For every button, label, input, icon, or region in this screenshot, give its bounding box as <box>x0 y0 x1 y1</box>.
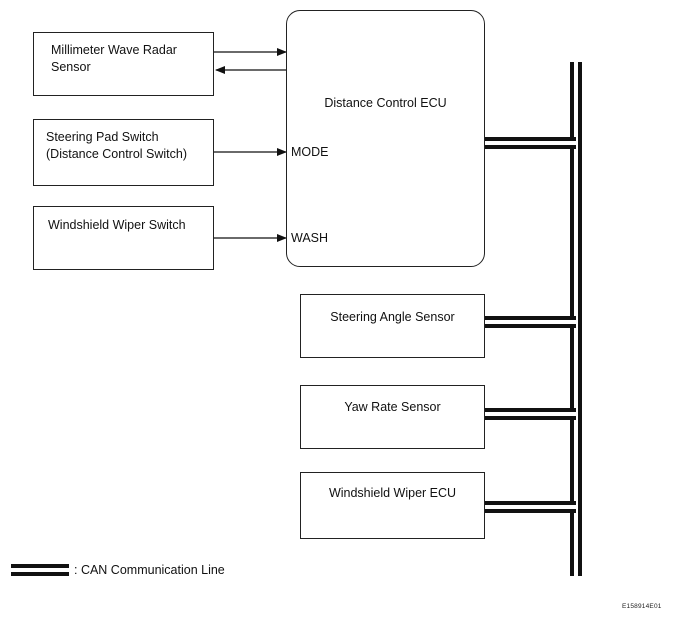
windshield-wiper-switch-box <box>33 206 214 270</box>
ecu-port-mode: MODE <box>291 145 329 159</box>
can-bus <box>484 62 582 576</box>
millimeter-wave-radar-sensor-box <box>33 32 214 96</box>
windshield-wiper-ecu-box <box>300 472 485 539</box>
steering-pad-label-line2: (Distance Control Switch) <box>46 147 188 161</box>
ecu-title: Distance Control ECU <box>324 96 447 110</box>
figure-reference: E158914E01 <box>622 603 662 610</box>
radar-label-line1: Millimeter Wave Radar <box>51 43 177 57</box>
yaw-rate-sensor-label: Yaw Rate Sensor <box>344 400 441 414</box>
steering-angle-sensor-label: Steering Angle Sensor <box>330 310 455 324</box>
steering-pad-label-line1: Steering Pad Switch <box>46 130 159 144</box>
steering-pad-switch-box <box>33 119 214 186</box>
legend-can-swatch <box>11 564 69 576</box>
yaw-rate-sensor-box <box>300 385 485 449</box>
signal-lines <box>213 48 287 242</box>
radar-label-line2: Sensor <box>51 60 91 74</box>
wiper-switch-label: Windshield Wiper Switch <box>48 218 186 232</box>
legend-text: : CAN Communication Line <box>74 563 225 577</box>
steering-angle-sensor-box <box>300 294 485 358</box>
windshield-wiper-ecu-label: Windshield Wiper ECU <box>328 486 457 500</box>
distance-control-ecu-box <box>286 10 485 267</box>
ecu-port-wash: WASH <box>291 231 329 245</box>
